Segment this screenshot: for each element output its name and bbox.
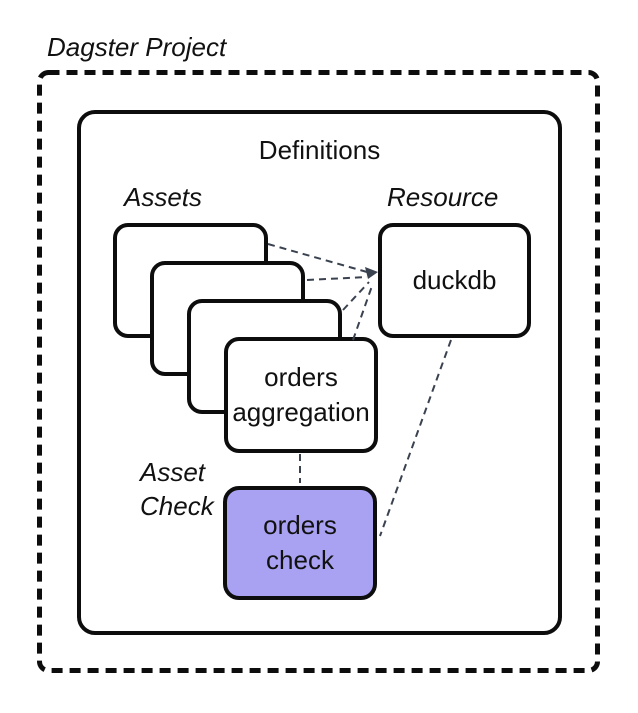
asset-node-orders-aggregation: orders aggregation bbox=[224, 337, 378, 453]
assets-label: Assets bbox=[124, 182, 203, 212]
project-label: Dagster Project bbox=[47, 32, 227, 62]
asset-check-label: Asset Check bbox=[140, 457, 214, 521]
definitions-title: Definitions bbox=[258, 135, 381, 165]
asset-check-node-orders-check: orders check bbox=[223, 486, 377, 600]
resource-label: Resource bbox=[387, 182, 499, 212]
resource-node-duckdb: duckdb bbox=[378, 223, 531, 338]
